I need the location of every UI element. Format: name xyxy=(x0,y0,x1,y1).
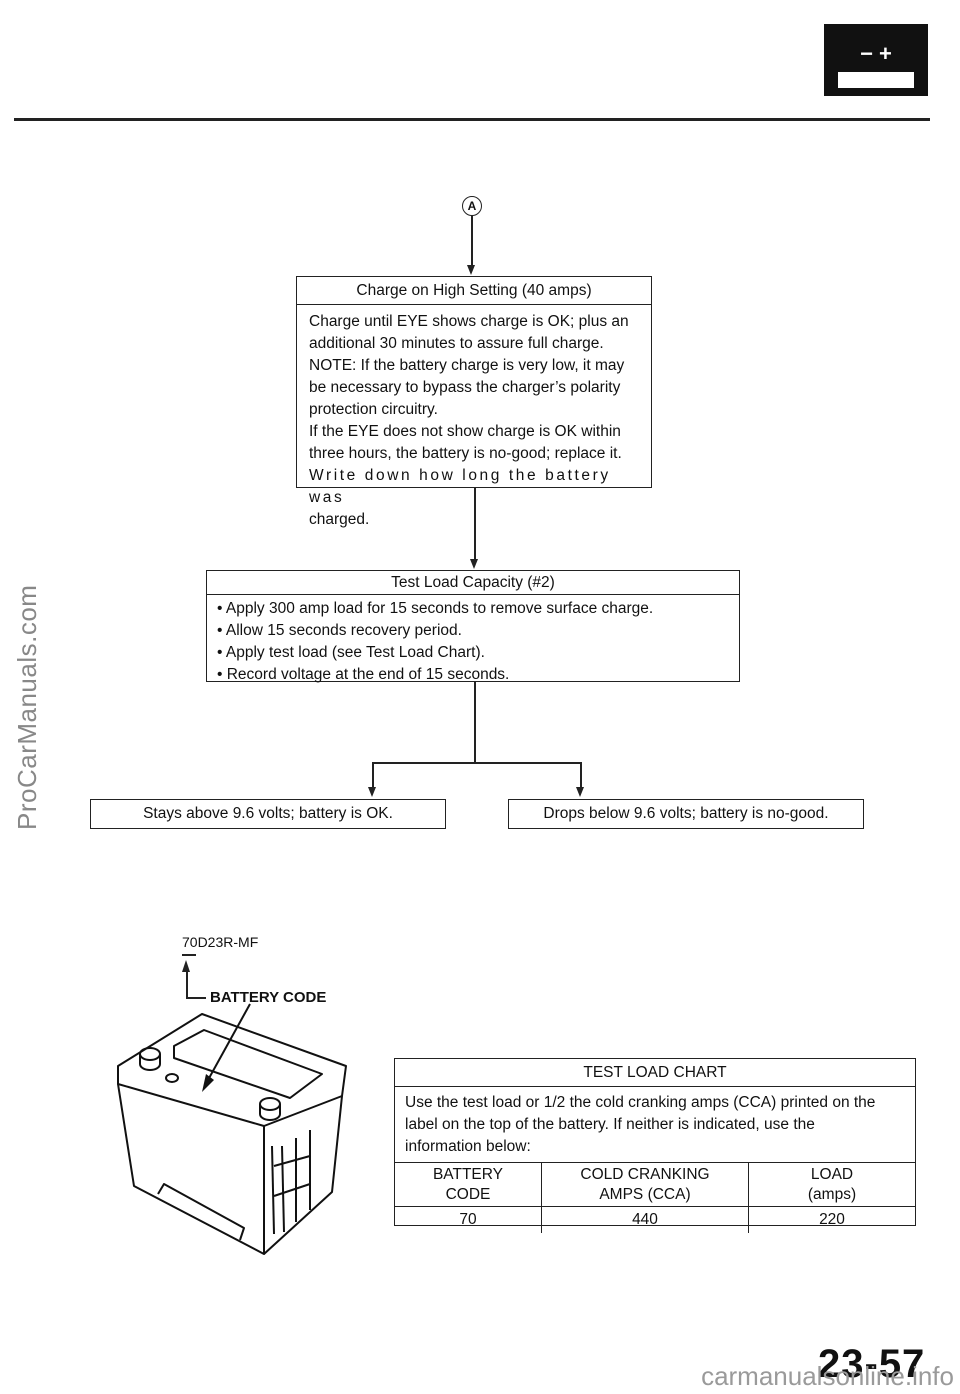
table-row: 70 440 220 xyxy=(395,1206,915,1233)
table-header-cell: LOAD (amps) xyxy=(748,1162,915,1207)
header-line: COLD CRANKING xyxy=(580,1165,710,1183)
code-arrow xyxy=(182,960,190,972)
start-marker: A xyxy=(462,196,482,216)
connector-a xyxy=(471,216,473,266)
charge-line: If the EYE does not show charge is OK wi… xyxy=(309,423,621,440)
branch-right xyxy=(580,762,582,788)
bottom-watermark: carmanualsonline.info xyxy=(701,1361,954,1391)
test-step: • Apply 300 amp load for 15 seconds to r… xyxy=(217,600,654,617)
result-bad-box: Drops below 9.6 volts; battery is no-goo… xyxy=(508,799,864,829)
charge-box-body: Charge until EYE shows charge is OK; plu… xyxy=(297,305,651,537)
table-cell: 440 xyxy=(541,1206,749,1233)
table-header-cell: COLD CRANKING AMPS (CCA) xyxy=(541,1162,749,1207)
table-cell: 220 xyxy=(748,1206,915,1233)
charge-box: Charge on High Setting (40 amps) Charge … xyxy=(296,276,652,528)
charge-line: additional 30 minutes to assure full cha… xyxy=(309,335,604,352)
start-marker-label: A xyxy=(467,199,477,213)
header-line: BATTERY xyxy=(432,1165,504,1183)
arrow-test xyxy=(470,559,478,569)
arrow-ok xyxy=(368,787,376,797)
code-underline xyxy=(182,954,196,956)
connector-charge-test xyxy=(474,488,476,560)
header-rule xyxy=(14,118,930,121)
chart-description-line: Use the test load or 1/2 the cold cranki… xyxy=(405,1094,876,1111)
charge-line: charged. xyxy=(309,511,370,528)
battery-illustration xyxy=(117,1003,347,1255)
charge-line: Charge until EYE shows charge is OK; plu… xyxy=(309,313,629,330)
test-load-box-body: • Apply 300 amp load for 15 seconds to r… xyxy=(207,595,739,689)
battery-terminals-label: − + xyxy=(860,41,892,66)
test-load-box-title: Test Load Capacity (#2) xyxy=(207,571,739,595)
chart-description-line: information below: xyxy=(405,1138,531,1155)
arrow-bad xyxy=(576,787,584,797)
charge-box-title: Charge on High Setting (40 amps) xyxy=(297,277,651,305)
branch-left xyxy=(372,762,374,788)
connector-test-branch xyxy=(474,682,476,762)
header-line: LOAD xyxy=(810,1165,854,1183)
result-ok-text: Stays above 9.6 volts; battery is OK. xyxy=(143,805,393,822)
charge-line: three hours, the battery is no-good; rep… xyxy=(309,445,622,462)
test-step: • Record voltage at the end of 15 second… xyxy=(217,666,510,683)
test-load-box: Test Load Capacity (#2) • Apply 300 amp … xyxy=(206,570,740,683)
result-bad-text: Drops below 9.6 volts; battery is no-goo… xyxy=(543,805,829,822)
charge-line: NOTE: If the battery charge is very low,… xyxy=(309,357,625,374)
header-line: (amps) xyxy=(807,1185,857,1203)
battery-code-label: BATTERY CODE xyxy=(210,989,327,1006)
result-ok-box: Stays above 9.6 volts; battery is OK. xyxy=(90,799,446,829)
battery-code-text: 70D23R-MF xyxy=(182,934,259,950)
branch-horizontal xyxy=(372,762,581,764)
test-load-chart-title: TEST LOAD CHART xyxy=(395,1059,915,1087)
side-watermark: ProCarManuals.com xyxy=(12,584,42,830)
test-load-chart-description: Use the test load or 1/2 the cold cranki… xyxy=(395,1087,915,1162)
charge-line: be necessary to bypass the charger’s pol… xyxy=(309,379,621,396)
table-header-cell: BATTERY CODE xyxy=(395,1162,542,1207)
arrow-a xyxy=(467,265,475,275)
header-line: CODE xyxy=(445,1185,491,1203)
page-number: 23-57 xyxy=(818,1342,926,1386)
charge-line: protection circuitry. xyxy=(309,401,438,418)
chart-description-line: label on the top of the battery. If neit… xyxy=(405,1116,815,1133)
charge-line: Write down how long the battery was xyxy=(309,467,611,506)
test-step: • Allow 15 seconds recovery period. xyxy=(217,622,462,639)
code-leader-h xyxy=(186,997,206,999)
code-leader-v xyxy=(186,968,188,998)
test-load-chart: TEST LOAD CHART Use the test load or 1/2… xyxy=(394,1058,916,1233)
test-load-table: BATTERY CODE COLD CRANKING AMPS (CCA) LO… xyxy=(395,1162,915,1233)
table-header-row: BATTERY CODE COLD CRANKING AMPS (CCA) LO… xyxy=(395,1162,915,1207)
test-step: • Apply test load (see Test Load Chart). xyxy=(217,644,485,661)
table-cell: 70 xyxy=(395,1206,542,1233)
header-line: AMPS (CCA) xyxy=(599,1185,691,1203)
battery-section-icon: − + xyxy=(824,24,928,96)
